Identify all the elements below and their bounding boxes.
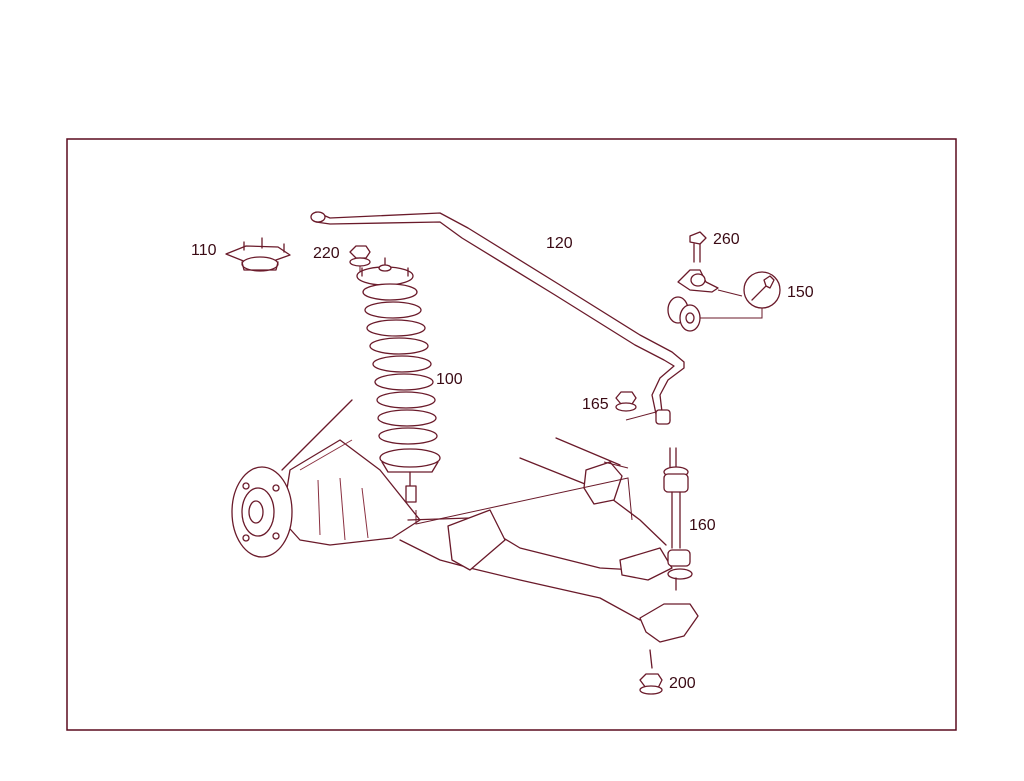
diagram-frame [66,138,957,731]
label-200: 200 [669,675,696,692]
top-mount[interactable] [225,237,291,272]
label-165: 165 [582,396,609,413]
label-110: 110 [191,242,217,259]
lower-control-arm[interactable] [399,437,699,669]
label-260: 260 [713,231,740,248]
clamp-bolt[interactable] [689,231,707,263]
link-nut[interactable] [615,391,657,421]
label-220: 220 [313,245,340,262]
nut[interactable] [349,245,371,272]
wheel-hub-knuckle[interactable] [231,399,421,558]
label-160: 160 [689,517,716,534]
leader-lines [415,289,763,525]
label-100: 100 [436,371,463,388]
stabilizer-bar[interactable] [310,211,685,425]
bushing-clamp-set[interactable] [667,269,719,332]
stabilizer-link[interactable] [663,447,693,591]
wrench-icon [743,271,781,309]
label-150: 150 [787,284,814,301]
label-120: 120 [546,235,573,252]
ball-joint-nut[interactable] [639,673,663,695]
spring-strut-assembly[interactable] [356,257,441,503]
